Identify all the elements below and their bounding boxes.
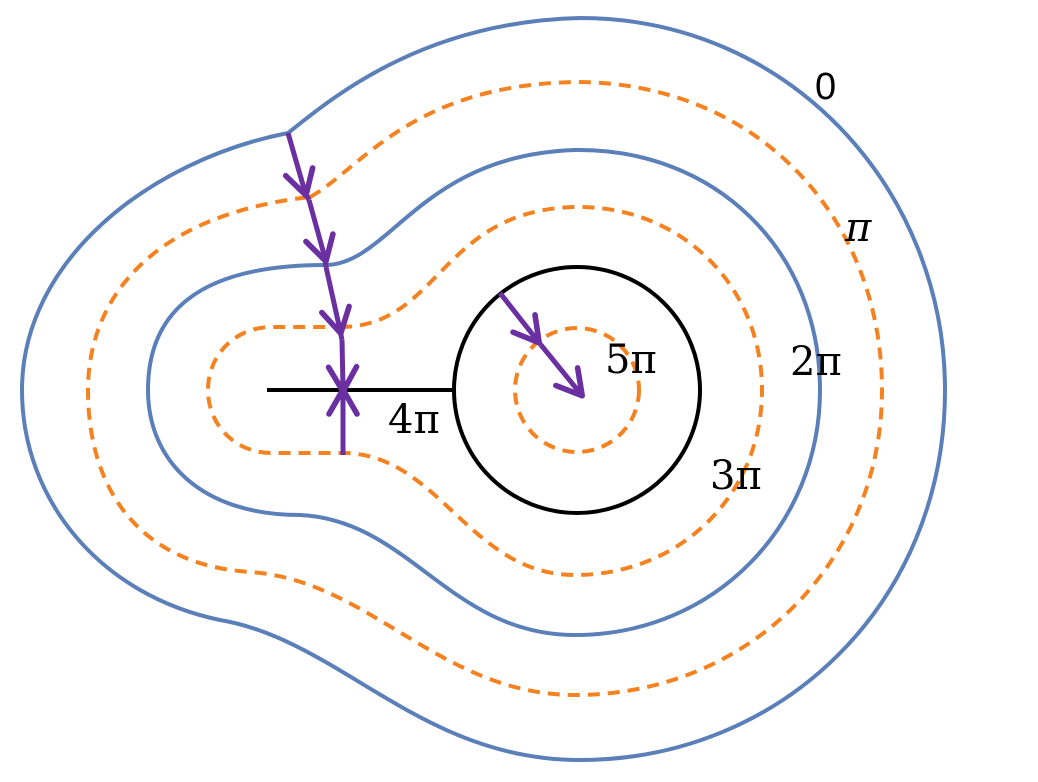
label-5pi: 5π	[605, 337, 657, 383]
contour-2pi	[145, 147, 823, 638]
path-arrows-center	[498, 291, 586, 399]
contour-0	[19, 15, 948, 763]
path-arrows-left	[282, 132, 360, 455]
path-arrow	[318, 266, 352, 337]
label-4pi: 4π	[388, 397, 440, 443]
path-segment	[337, 329, 345, 341]
label-pi: π	[845, 205, 872, 251]
contour-3pi	[205, 204, 765, 578]
path-arrow	[325, 339, 360, 395]
path-arrow	[282, 132, 316, 199]
contour-5pi	[513, 326, 641, 454]
path-segment	[322, 257, 329, 268]
path-segment	[302, 190, 312, 202]
path-arrow	[303, 199, 336, 265]
label-3pi: 3π	[710, 453, 762, 499]
label-2pi: 2π	[790, 339, 842, 385]
path-arrow	[539, 343, 586, 399]
path-segment	[535, 338, 543, 347]
path-arrow	[498, 291, 542, 346]
label-0: 0	[815, 66, 837, 108]
contour-pi	[85, 79, 885, 698]
